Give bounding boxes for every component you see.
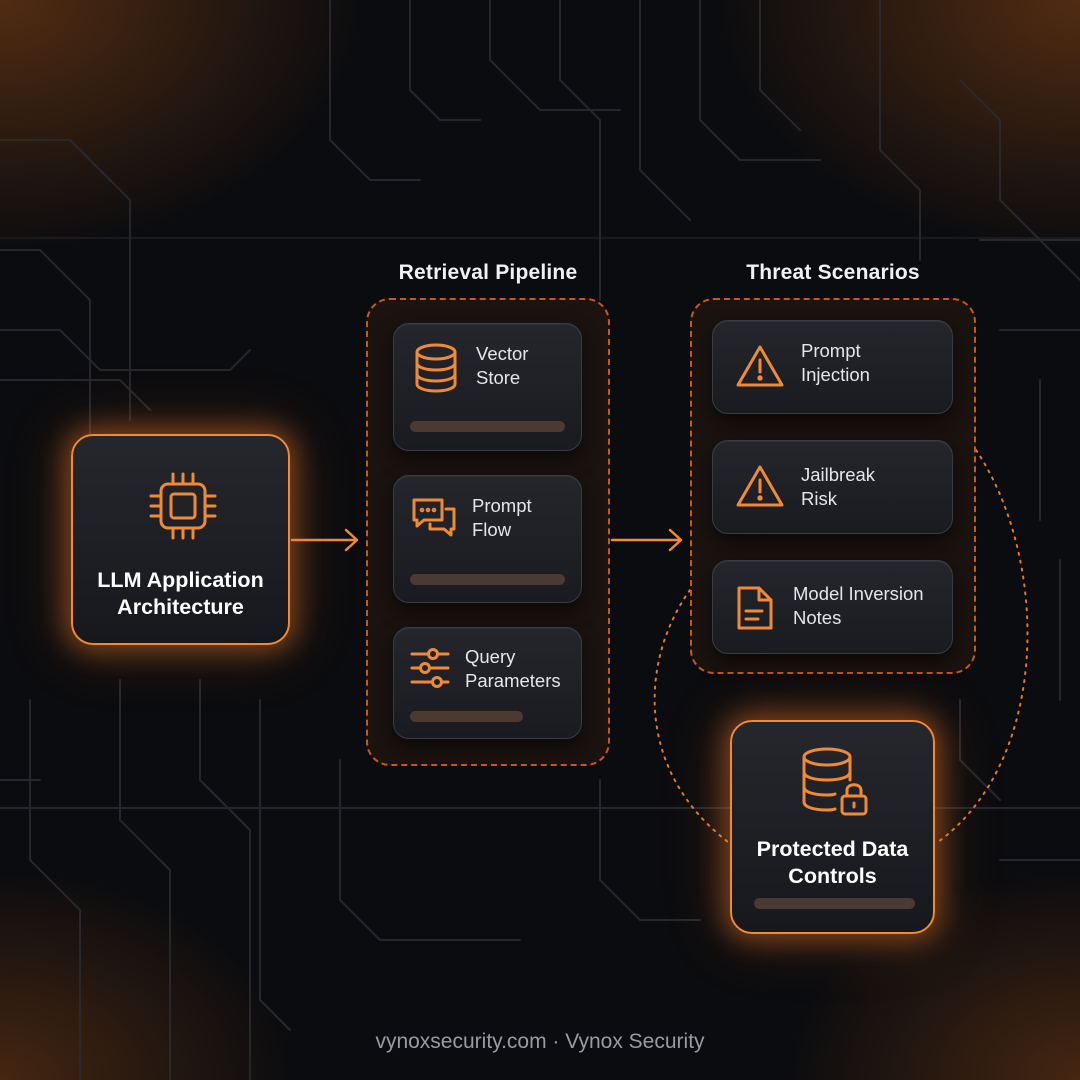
sliders-icon bbox=[410, 648, 450, 688]
card-placeholder-bar bbox=[410, 574, 565, 585]
dotted-orbit-right bbox=[937, 449, 1029, 843]
card-label: Prompt Injection bbox=[801, 340, 870, 385]
arrow-hero-to-retrieval bbox=[290, 528, 359, 552]
card-placeholder-bar bbox=[410, 421, 565, 432]
threat-scenarios-title: Threat Scenarios bbox=[746, 261, 920, 284]
card-label: Jailbreak Risk bbox=[801, 464, 876, 509]
document-icon bbox=[737, 586, 773, 630]
card-label: Vector Store bbox=[476, 343, 529, 388]
retrieval-pipeline-title: Retrieval Pipeline bbox=[398, 261, 578, 284]
warning-triangle-icon bbox=[736, 465, 784, 507]
card-label: Model Inversion Notes bbox=[793, 583, 924, 628]
card-placeholder-bar bbox=[754, 898, 915, 909]
database-icon bbox=[415, 343, 457, 393]
retrieval-item-query-parameters: Query Parameters bbox=[393, 627, 582, 739]
warning-triangle-icon bbox=[736, 345, 784, 387]
arrow-retrieval-to-threats bbox=[610, 528, 683, 552]
card-placeholder-bar bbox=[410, 711, 523, 722]
footer-text: vynoxsecurity.com · Vynox Security bbox=[375, 1030, 705, 1053]
card-label: Prompt Flow bbox=[472, 495, 532, 540]
protected-data-controls-node: Protected Data Controls bbox=[730, 720, 935, 934]
database-lock-icon bbox=[802, 747, 868, 816]
protected-title: Protected Data Controls bbox=[756, 837, 909, 888]
cpu-chip-icon bbox=[149, 472, 217, 540]
llm-application-architecture-node: LLM Application Architecture bbox=[71, 434, 290, 645]
threat-item-jailbreak-risk: Jailbreak Risk bbox=[712, 440, 953, 534]
hero-title: LLM Application Architecture bbox=[97, 568, 264, 619]
retrieval-item-prompt-flow: Prompt Flow bbox=[393, 475, 582, 603]
dotted-orbit-left bbox=[653, 589, 729, 843]
retrieval-item-vector-store: Vector Store bbox=[393, 323, 582, 451]
threat-item-prompt-injection: Prompt Injection bbox=[712, 320, 953, 414]
threat-item-model-inversion-notes: Model Inversion Notes bbox=[712, 560, 953, 654]
chat-bubbles-icon bbox=[412, 498, 456, 537]
card-label: Query Parameters bbox=[465, 646, 561, 691]
